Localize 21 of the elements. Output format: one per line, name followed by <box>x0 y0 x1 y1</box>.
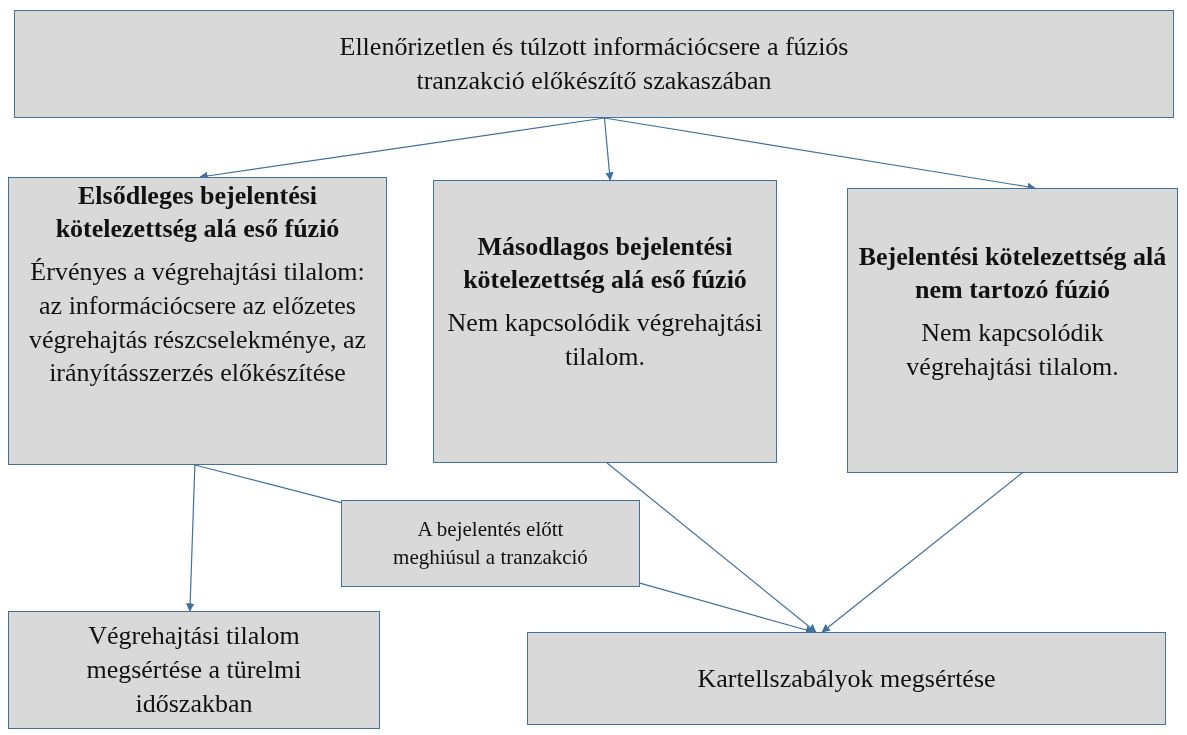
box-text: Ellenőrizetlen és túlzott információcsere a fúziós tranzakció előkészítő szakaszában <box>338 31 850 97</box>
process-box <box>433 180 777 463</box>
box-heading: Másodlagos bejelentési kötelezettség alá eső fúzió <box>462 231 748 296</box>
box-text: Végrehajtási tilalom megsértése a türelmi időszakban <box>85 620 303 720</box>
box-heading: Elsődleges bejelentési kötelezettség alá eső fúzió <box>54 180 341 245</box>
process-box <box>8 611 380 729</box>
process-box <box>14 10 1174 118</box>
arrow <box>603 117 614 181</box>
arrow <box>185 464 196 612</box>
process-box <box>847 188 1178 473</box>
box-text: Nem kapcsolódik végrehajtási tilalom. <box>905 317 1120 383</box>
arrow <box>821 472 1023 633</box>
process-box <box>341 500 640 587</box>
process-box <box>8 177 387 465</box>
process-box <box>527 632 1166 725</box>
box-text: Kartellszabályok megsértése <box>697 662 996 695</box>
box-text: A bejelentés előtt meghiúsul a tranzakció <box>392 516 589 571</box>
box-text: Nem kapcsolódik végrehajtási tilalom. <box>446 307 764 373</box>
box-heading: Bejelentési kötelezettség alá nem tartozó fúzió <box>858 241 1167 306</box>
box-text: Érvényes a végrehajtási tilalom: az információcsere az előzetes végrehajtás részcselekménye, az irányításszerzés előkészítése <box>27 256 368 390</box>
arrow <box>606 462 817 633</box>
